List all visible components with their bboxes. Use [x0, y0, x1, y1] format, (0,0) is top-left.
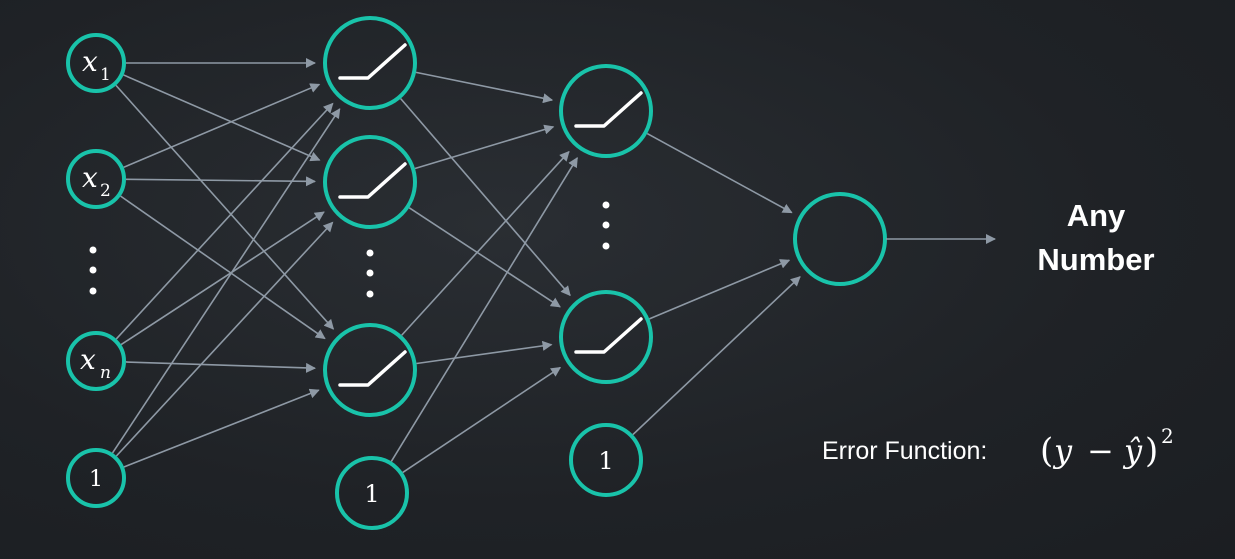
svg-text:x: x — [80, 343, 96, 376]
edge-input-to-hidden1 — [123, 388, 320, 468]
hidden2-node-n — [559, 290, 653, 384]
edge-input-to-hidden1 — [125, 176, 317, 187]
svg-text:x: x — [82, 45, 98, 78]
svg-text:n: n — [100, 363, 111, 383]
error-open-paren: ( — [1040, 431, 1053, 471]
hidden1-node-2 — [323, 135, 417, 229]
edge-input-to-hidden1 — [115, 102, 334, 340]
edge-input-to-hidden1 — [120, 195, 326, 340]
edge-input-to-hidden1 — [123, 74, 321, 162]
edge-hidden1-to-hidden2 — [390, 157, 578, 462]
error-y: y — [1052, 432, 1073, 470]
input-bias-node: 1 — [66, 448, 126, 508]
svg-text:1: 1 — [364, 480, 379, 508]
svg-text:1: 1 — [89, 467, 103, 492]
edge-input-to-hidden1 — [123, 83, 321, 169]
hidden2-node-1 — [559, 64, 653, 158]
hidden2-bias-node: 1 — [569, 423, 643, 497]
edge-input-to-hidden1 — [125, 361, 317, 373]
edge-input-to-hidden1 — [120, 211, 325, 346]
edge-hidden1-to-hidden2 — [415, 71, 554, 104]
input-node-xn: x n — [66, 331, 126, 391]
output-label-any: Any — [1067, 198, 1126, 233]
svg-text:2: 2 — [100, 181, 111, 201]
svg-text:x: x — [82, 161, 98, 194]
error-function: Error Function: ( y − ŷ ) 2 — [822, 424, 1174, 471]
edge-hidden1-to-hidden2 — [408, 207, 561, 308]
edge-input-to-hidden1 — [115, 84, 335, 330]
edge-input-to-hidden1 — [115, 221, 334, 457]
edge-input-to-hidden1 — [111, 108, 341, 454]
error-function-label: Error Function: — [822, 437, 987, 465]
output-node — [793, 192, 887, 286]
input-node-x1: x 1 — [66, 33, 126, 93]
edge-hidden2-to-output — [646, 132, 793, 214]
error-minus: − — [1087, 432, 1114, 470]
hidden1-bias-node: 1 — [335, 456, 409, 530]
hidden2-ellipsis — [602, 201, 610, 250]
svg-text:1: 1 — [598, 447, 613, 475]
edge-hidden1-to-hidden2 — [400, 98, 571, 297]
hidden1-node-1 — [323, 16, 417, 110]
edge-hidden2-to-output — [649, 259, 791, 320]
error-yhat: ŷ — [1122, 432, 1143, 470]
edge-hidden1-to-hidden2 — [402, 366, 562, 474]
edge-hidden2-to-output — [632, 276, 801, 436]
nodes: x 1 x 2 x n 1 — [66, 16, 887, 530]
hidden1-ellipsis — [366, 249, 374, 298]
input-node-x2: x 2 — [66, 149, 126, 209]
output-label-number: Number — [1037, 242, 1154, 277]
svg-text:1: 1 — [100, 65, 111, 85]
input-ellipsis — [89, 246, 97, 295]
edge-hidden1-to-hidden2 — [401, 150, 570, 336]
connections — [111, 58, 801, 474]
error-close-paren: ) — [1145, 431, 1158, 471]
edge-hidden1-to-hidden2 — [414, 124, 555, 170]
edge-hidden1-to-hidden2 — [416, 340, 553, 365]
hidden1-node-n — [323, 323, 417, 417]
error-exponent: 2 — [1161, 424, 1174, 448]
